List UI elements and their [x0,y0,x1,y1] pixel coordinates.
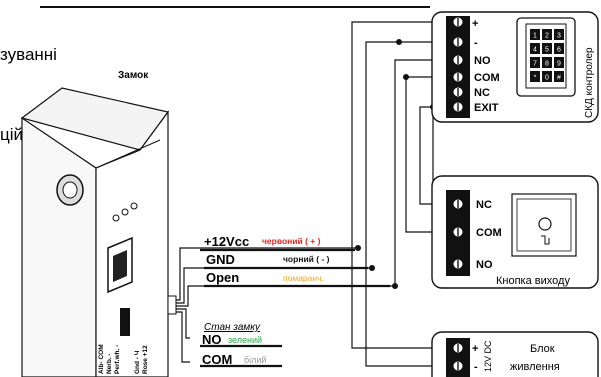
lock-small-screw [121,208,129,216]
controller-terminal-block [446,16,470,118]
partial-text-mid: цій [0,125,23,144]
keypad-keys: 1 2 3 4 5 6 7 8 9 * 0 # [530,29,564,82]
keypad-key-label: 9 [557,61,561,68]
lock-state-com-color: білий [244,355,266,365]
electromagnetic-lock: Замок Alb- COM Nerb. - Perf.wh. - Gnd - … [20,70,177,377]
wire-color-gnd: чорний ( - ) [283,254,330,264]
psu-terminal-label: - [474,361,478,373]
route-minus [365,41,445,367]
lock-state-title: Стан замку [204,322,261,333]
wire-label-plus12: +12Vcc [204,234,249,249]
keypad-key-label: 6 [557,47,561,54]
exit-terminal-label: NO [476,259,493,271]
wire-no [176,308,190,339]
lock-pin-label: Rose +12 [142,345,149,374]
keypad-key-label: 2 [545,33,549,40]
keypad-key [530,57,540,68]
wire-color-plus12: червоний ( + ) [262,236,321,246]
keypad-key [542,29,552,40]
keypad-key [554,57,564,68]
lock-screw-inner [62,181,78,199]
wire-label-gnd: GND [206,252,235,267]
wire-open [176,285,395,307]
keypad-key [554,71,564,82]
exit-button-push-icon [538,217,552,231]
keypad-key [530,29,540,40]
keypad-key-label: 4 [533,47,537,54]
lock-pin-label: Perf.wh. - [114,345,121,374]
psu-caption-line1: Блок [530,343,555,355]
wire-plus12 [176,247,358,301]
controller-terminal-label: - [474,37,478,49]
controller-terminal-label: + [472,18,478,30]
route-no [394,59,445,286]
keypad-key-label: 1 [533,33,537,40]
junction-dot [355,245,361,251]
keypad-key [542,43,552,54]
junction-dot [396,39,402,45]
keypad-key [554,29,564,40]
hand-press-icon [541,235,550,245]
lock-title: Замок [118,70,149,81]
keypad-key-label: 8 [545,61,549,68]
keypad-key-label: 3 [557,33,561,40]
lock-small-screw [112,214,120,222]
psu-caption-line2: живлення [510,361,560,373]
lock-small-screw [130,202,138,210]
psu-terminal-label: + [472,343,478,355]
lock-state-no-color: зелений [228,335,262,345]
lock-window-inner [113,250,127,282]
routing-wires [351,21,445,367]
lock-edge [95,139,161,169]
lock-terminal-post [120,308,130,336]
keypad-key-label: 0 [545,75,549,82]
keypad-key [554,43,564,54]
controller-terminal-label: NC [474,87,490,99]
controller-terminal-label: NO [474,55,491,67]
partial-text-top: зуванні [0,45,57,64]
lock-left-face [21,116,97,377]
power-supply-box [431,331,599,377]
route-plus [351,21,445,349]
lock-pin-label: Alb- COM [98,344,105,374]
keypad-key-label: # [557,75,561,82]
junction-dot [392,283,398,289]
exit-button-caption: Кнопка виходу [496,275,570,287]
keypad-key [530,71,540,82]
exit-terminal-label: NC [476,199,492,211]
exit-terminal-label: COM [476,227,502,239]
keypad-key-label: * [534,75,537,82]
lock-wires [176,247,395,368]
controller-terminal-label: COM [474,72,500,84]
lock-pin-labels: Alb- COM Nerb. - Perf.wh. - Gnd - Ч Rose… [98,344,149,374]
lock-pin-label: Nerb. - [106,353,113,374]
keypad-key [542,71,552,82]
route-com [405,76,445,233]
junction-dot [403,74,409,80]
power-supply-module: + - 12V DC Блок живлення [431,331,599,377]
keypad-key [530,43,540,54]
wire-com [176,311,190,363]
psu-voltage: 12V DC [483,340,493,372]
wire-label-open: Open [206,270,239,285]
lock-cable-gland [167,295,177,315]
controller-caption: СКД контролер [584,47,595,118]
wire-color-open: помаранч. [283,273,324,283]
keypad-key-label: 7 [533,61,537,68]
exit-button-module: NC COM NO Кнопка виходу [431,175,599,289]
keypad-key-label: 5 [545,47,549,54]
lock-state-com: COM [202,352,232,367]
lock-pin-label: Gnd - Ч [134,350,141,374]
access-controller: + - NO COM NC EXIT 1 2 3 4 5 6 7 8 9 * 0 # СКД конт… [431,11,599,123]
keypad-key [542,57,552,68]
controller-terminal-label: EXIT [474,102,499,114]
lock-state-no: NO [202,332,222,347]
junction-dot [369,265,375,271]
